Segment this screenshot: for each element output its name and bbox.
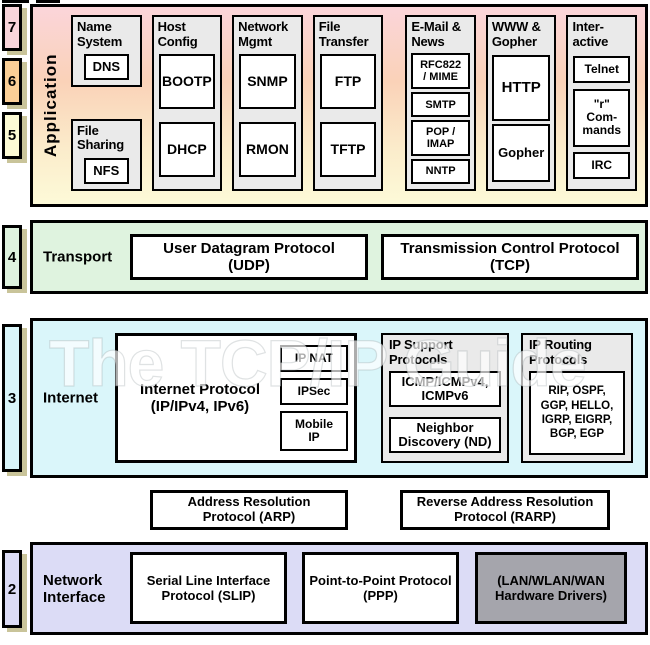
top-crop-artifact <box>2 0 29 3</box>
column-www-gopher: WWW & Gopher HTTP Gopher <box>485 15 557 191</box>
application-layer-label: Application <box>41 53 60 158</box>
osi-layer-2-badge: 2 <box>2 550 22 628</box>
email-news-group: E-Mail & News RFC822 / MIME SMTP POP / I… <box>405 15 476 191</box>
network-interface-layer-label: Network Interface <box>43 571 106 606</box>
network-mgmt-group: Network Mgmt SNMP RMON <box>232 15 303 191</box>
ftp-box: FTP <box>319 54 377 110</box>
nfs-box: NFS <box>84 158 129 184</box>
host-config-title: Host Config <box>157 19 198 49</box>
osi-layer-4-badge: 4 <box>2 225 22 289</box>
routing-protocols-list-box: RIP, OSPF, GGP, HELLO, IGRP, EIGRP, BGP,… <box>529 371 625 456</box>
network-mgmt-title: Network Mgmt <box>238 19 289 49</box>
interactive-stack: Telnet "r" Com- mands IRC <box>572 49 631 186</box>
osi-layer-5-badge: 5 <box>2 112 22 159</box>
column-name-system-file-sharing: Name System DNS File Sharing NFS <box>71 15 142 191</box>
column-email-news: E-Mail & News RFC822 / MIME SMTP POP / I… <box>405 15 476 191</box>
www-gopher-stack: HTTP Gopher <box>491 49 551 186</box>
file-transfer-title: File Transfer <box>318 19 369 49</box>
top-crop-artifact <box>36 0 60 3</box>
column-network-mgmt: Network Mgmt SNMP RMON <box>232 15 303 191</box>
internet-protocol-box: Internet Protocol (IP/IPv4, IPv6) IP NAT… <box>115 333 357 463</box>
rfc822-mime-box: RFC822 / MIME <box>411 53 470 90</box>
neighbor-discovery-box: Neighbor Discovery (ND) <box>389 417 501 454</box>
file-sharing-group: File Sharing NFS <box>71 118 142 191</box>
www-gopher-group: WWW & Gopher HTTP Gopher <box>485 15 557 191</box>
mobile-ip-box: Mobile IP <box>280 411 348 451</box>
http-box: HTTP <box>491 55 551 122</box>
nntp-box: NNTP <box>411 159 470 184</box>
file-transfer-group: File Transfer FTP TFTP <box>312 15 384 191</box>
interactive-group: Inter- active Telnet "r" Com- mands IRC <box>566 15 638 191</box>
tftp-box: TFTP <box>319 122 377 177</box>
network-mgmt-stack: SNMP RMON <box>238 49 297 186</box>
dhcp-box: DHCP <box>158 122 216 177</box>
application-columns: Name System DNS File Sharing NFS Host Co… <box>69 7 645 204</box>
email-news-stack: RFC822 / MIME SMTP POP / IMAP NNTP <box>411 49 470 186</box>
file-sharing-title: File Sharing <box>77 122 124 153</box>
column-file-transfer: File Transfer FTP TFTP <box>312 15 384 191</box>
internet-protocol-label: Internet Protocol (IP/IPv4, IPv6) <box>139 381 260 415</box>
host-config-group: Host Config BOOTP DHCP <box>151 15 223 191</box>
dns-box: DNS <box>84 54 129 81</box>
telnet-box: Telnet <box>573 56 631 84</box>
irc-box: IRC <box>573 151 631 179</box>
column-interactive: Inter- active Telnet "r" Com- mands IRC <box>566 15 638 191</box>
www-gopher-title: WWW & Gopher <box>491 19 541 49</box>
snmp-box: SNMP <box>239 54 296 110</box>
interactive-title: Inter- active <box>572 19 609 49</box>
email-news-title: E-Mail & News <box>411 19 461 49</box>
gopher-box: Gopher <box>491 124 551 182</box>
column-host-config: Host Config BOOTP DHCP <box>151 15 223 191</box>
ppp-box: Point-to-Point Protocol (PPP) <box>302 552 459 624</box>
udp-box: User Datagram Protocol (UDP) <box>130 234 368 280</box>
internet-layer-band: Internet Internet Protocol (IP/IPv4, IPv… <box>30 318 648 478</box>
ip-support-protocols-title: IP Support Protocols <box>389 337 453 367</box>
pop-imap-box: POP / IMAP <box>411 120 470 157</box>
hardware-drivers-box: (LAN/WLAN/WAN Hardware Drivers) <box>475 552 627 624</box>
name-system-title: Name System <box>77 19 123 49</box>
ip-sub-protocols: IP NAT IPSec Mobile IP <box>278 340 350 456</box>
host-config-stack: BOOTP DHCP <box>158 49 217 186</box>
osi-layer-7-badge: 7 <box>2 4 22 51</box>
network-interface-layer-band: Network Interface Serial Line Interface … <box>30 542 648 635</box>
icmp-box: ICMP/ICMPv4, ICMPv6 <box>389 371 501 408</box>
rarp-box: Reverse Address Resolution Protocol (RAR… <box>400 490 610 530</box>
osi-layer-3-badge: 3 <box>2 324 22 472</box>
ip-support-protocols-group: IP Support Protocols ICMP/ICMPv4, ICMPv6… <box>381 333 509 463</box>
file-transfer-stack: FTP TFTP <box>319 49 378 186</box>
bootp-box: BOOTP <box>158 54 216 110</box>
application-layer-band: Application Name System DNS File Sharing… <box>30 4 648 207</box>
smtp-box: SMTP <box>411 92 470 118</box>
transport-layer-band: Transport User Datagram Protocol (UDP) T… <box>30 220 648 294</box>
slip-box: Serial Line Interface Protocol (SLIP) <box>130 552 287 624</box>
r-commands-box: "r" Com- mands <box>573 88 631 147</box>
ipsec-box: IPSec <box>280 378 348 405</box>
name-system-group: Name System DNS <box>71 15 142 88</box>
arp-box: Address Resolution Protocol (ARP) <box>150 490 348 530</box>
transport-layer-label: Transport <box>43 248 113 266</box>
ip-routing-protocols-group: IP Routing Protocols RIP, OSPF, GGP, HEL… <box>521 333 633 463</box>
rmon-box: RMON <box>239 122 296 177</box>
ip-nat-box: IP NAT <box>280 345 348 372</box>
ip-routing-protocols-title: IP Routing Protocols <box>529 337 592 367</box>
osi-layer-6-badge: 6 <box>2 58 22 105</box>
tcp-box: Transmission Control Protocol (TCP) <box>381 234 639 280</box>
internet-layer-label: Internet <box>43 389 99 407</box>
